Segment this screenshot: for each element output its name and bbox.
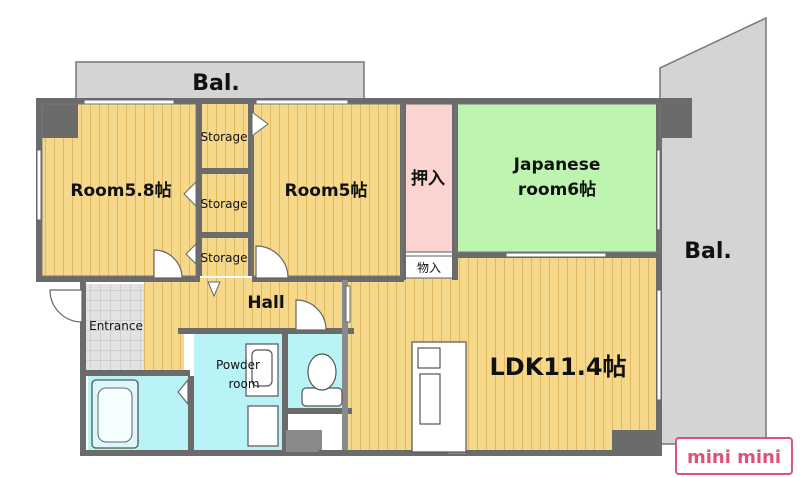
entrance-door-icon — [49, 289, 83, 323]
room-b-door-icon — [255, 245, 289, 279]
powder-room-label-line1: Powder — [216, 358, 260, 372]
logo-text: mini mini — [687, 447, 781, 468]
kitchen-unit — [411, 341, 467, 453]
bathtub — [91, 379, 139, 449]
storage-bottom-label: Storage — [201, 251, 248, 265]
washbasin — [245, 343, 279, 447]
entrance-floor — [84, 284, 144, 370]
storage-middle-door-icon[interactable] — [183, 180, 197, 208]
corridor-floor — [144, 330, 184, 376]
windows — [36, 99, 662, 401]
small-closet-label: 物入 — [417, 261, 441, 275]
room-outlines — [41, 103, 661, 277]
hall-label: Hall — [247, 293, 284, 313]
storage-bottom-door-icon[interactable] — [185, 242, 197, 266]
balcony-top-label: Bal. — [192, 71, 240, 96]
ldk-floor — [348, 256, 660, 454]
entrance-label: Entrance — [89, 319, 143, 333]
japanese-room-floor — [456, 104, 660, 252]
toilet-door-icon — [295, 299, 327, 331]
balcony-top — [75, 61, 365, 105]
toilet — [301, 353, 343, 407]
ldk-label: LDK11.4帖 — [489, 353, 626, 381]
japanese-room-label-line1: Japanese — [513, 155, 601, 175]
storage-top-floor — [196, 104, 252, 168]
balcony-right — [659, 16, 767, 445]
oshiire-label: 押入 — [411, 168, 445, 189]
storage-top-door-icon[interactable] — [251, 111, 269, 137]
storage-middle-label: Storage — [201, 197, 248, 211]
powder-room-label-line2: room — [228, 377, 259, 391]
bath-door-icon — [177, 378, 189, 406]
storage-bottom-floor — [196, 238, 252, 276]
room-a-label: Room5.8帖 — [70, 180, 171, 201]
hall-storage-door-icon[interactable] — [207, 281, 221, 298]
mini-mini-logo: mini mini — [675, 437, 793, 475]
balcony-right-label: Bal. — [684, 239, 732, 264]
room-b-label: Room5帖 — [285, 180, 368, 201]
japanese-room-label-line2: room6帖 — [518, 179, 596, 200]
storage-top-label: Storage — [201, 130, 248, 144]
room-b-floor — [252, 104, 404, 278]
storage-middle-floor — [196, 174, 252, 232]
doors[interactable] — [49, 245, 327, 406]
room-a-door-icon — [153, 249, 183, 279]
